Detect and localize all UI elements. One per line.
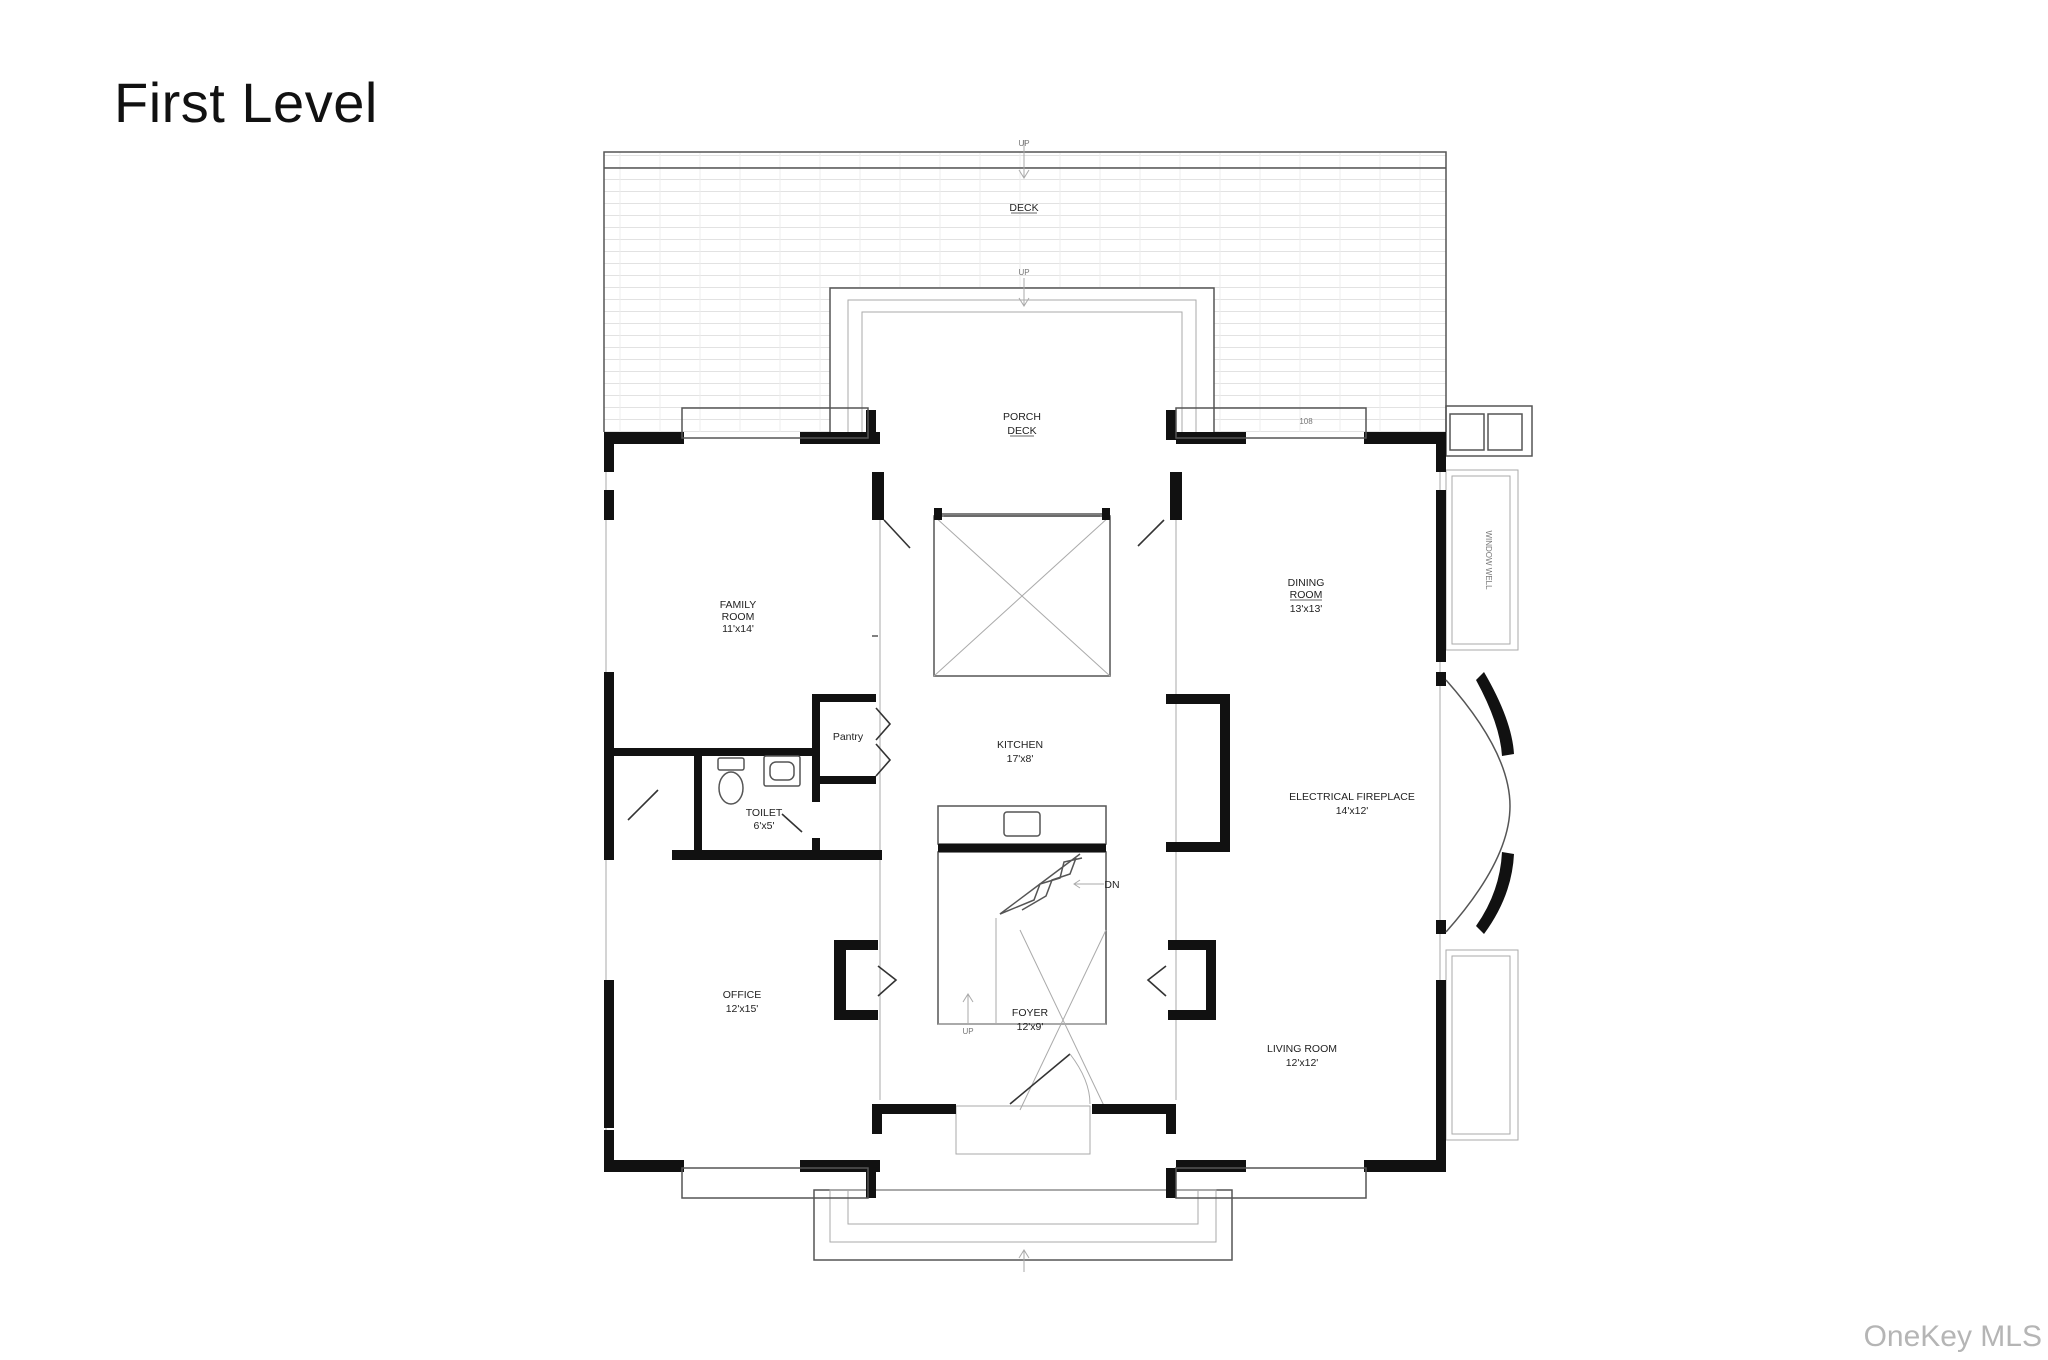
room-label-deck: DECK xyxy=(1009,202,1038,214)
stair-up-label: UP xyxy=(962,1027,973,1036)
toilet-fixture xyxy=(717,757,745,805)
sink-fixture xyxy=(763,755,801,787)
room-label-kitchen: KITCHEN xyxy=(997,739,1043,751)
page-title: First Level xyxy=(114,71,378,134)
watermark: OneKey MLS xyxy=(1863,1320,2042,1353)
room-label-office: OFFICE xyxy=(723,989,762,1001)
room-size-dining: 13'x13' xyxy=(1290,603,1323,615)
room-label-living: LIVING ROOM xyxy=(1267,1043,1337,1055)
up-arrow-label-porch: UP xyxy=(1018,268,1029,277)
room-label-porch-deck: DECK xyxy=(1007,425,1036,437)
room-label-dining: DINING xyxy=(1288,577,1325,589)
walls xyxy=(604,407,1514,1199)
window-well xyxy=(1445,469,1519,651)
room-size-toilet: 6'x5' xyxy=(754,820,775,832)
room-label-foyer: FOYER xyxy=(1012,1007,1049,1019)
room-size-family: 11'x14' xyxy=(722,623,754,635)
side-window-well xyxy=(1445,949,1519,1141)
room-label-fireplace: ELECTRICAL FIREPLACE xyxy=(1289,791,1415,803)
room-label-toilet: TOILET xyxy=(746,807,783,819)
room-label-pantry: Pantry xyxy=(833,731,864,743)
room-size-foyer: 12'x9' xyxy=(1017,1021,1044,1033)
window-well-label: WINDOW WELL xyxy=(1484,530,1493,590)
room-size-office: 12'x15' xyxy=(726,1003,759,1015)
room-label-dining-room: ROOM xyxy=(1290,589,1323,601)
stair-down-label: DN xyxy=(1104,879,1119,891)
room-label-porch: PORCH xyxy=(1003,411,1041,423)
room-size-kitchen: 17'x8' xyxy=(1007,753,1034,765)
room-size-fireplace: 14'x12' xyxy=(1336,805,1369,817)
front-steps xyxy=(813,1189,1233,1272)
room-label-family: FAMILY xyxy=(720,599,757,611)
up-arrow-label-top: UP xyxy=(1018,139,1029,148)
dimension-note: 108 xyxy=(1299,417,1313,426)
room-label-family-room: ROOM xyxy=(722,611,755,623)
room-size-living: 12'x12' xyxy=(1286,1057,1319,1069)
window-box xyxy=(1445,405,1533,457)
porch-deck xyxy=(829,278,1215,438)
doors xyxy=(627,519,1167,1105)
